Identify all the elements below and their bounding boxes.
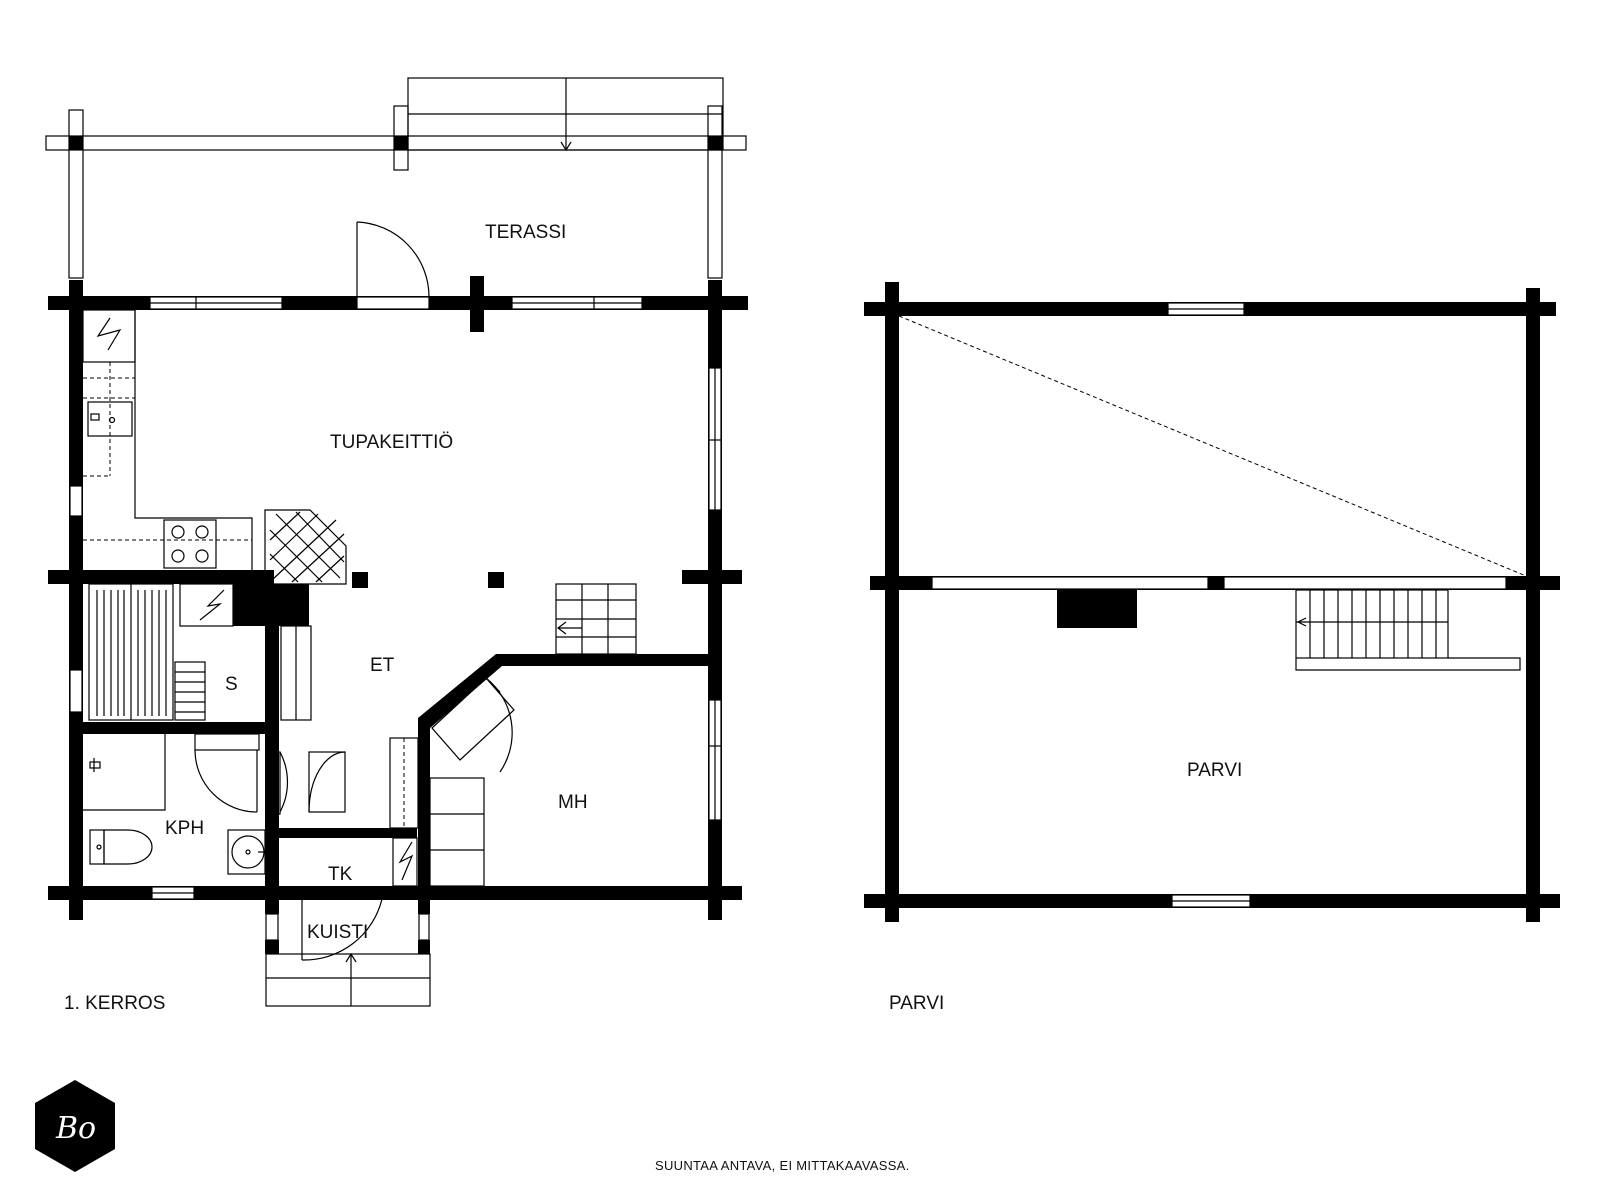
floor1-caption: 1. KERROS bbox=[64, 993, 165, 1014]
sauna-fixtures bbox=[88, 583, 234, 721]
loft-plan: PARVI PARVI bbox=[864, 282, 1560, 1014]
floor1-windows bbox=[69, 296, 722, 900]
floor1-room-labels: TERASSI TUPAKEITTIÖ ET S MH KPH TK KUIST… bbox=[165, 222, 588, 943]
room-label-kph: KPH bbox=[165, 818, 204, 839]
bedroom-fixtures bbox=[429, 677, 515, 887]
footer-note: SUUNTAA ANTAVA, EI MITTAKAAVASSA. bbox=[655, 1158, 910, 1173]
fireplace bbox=[264, 509, 347, 585]
stairs-to-loft bbox=[555, 583, 637, 655]
room-label-tupakeittio: TUPAKEITTIÖ bbox=[330, 432, 453, 453]
logo-text: Bo bbox=[55, 1111, 96, 1146]
floor1-plan: TERASSI TUPAKEITTIÖ ET S MH KPH TK KUIST… bbox=[45, 77, 748, 1014]
entry-porch bbox=[265, 886, 431, 1007]
bathroom-fixtures bbox=[83, 733, 266, 875]
hall-fixtures bbox=[265, 625, 419, 887]
loft-railing bbox=[931, 576, 1507, 590]
kitchen-fixtures bbox=[82, 309, 253, 570]
terrace-door bbox=[356, 221, 430, 310]
loft-caption: PARVI bbox=[889, 993, 944, 1014]
loft-walls bbox=[864, 282, 1560, 922]
loft-opening-diagonal bbox=[898, 315, 1527, 577]
loft-stairs bbox=[1295, 589, 1521, 671]
room-label-et: ET bbox=[370, 655, 395, 676]
terrace-structure bbox=[45, 77, 747, 279]
loft-windows bbox=[1167, 302, 1251, 908]
floor1-walls bbox=[48, 276, 748, 920]
hexagon-logo-icon: Bo bbox=[35, 1080, 115, 1172]
room-label-kuisti: KUISTI bbox=[307, 922, 368, 943]
room-label-s: S bbox=[225, 674, 238, 695]
room-label-parvi: PARVI bbox=[1187, 760, 1242, 781]
room-label-mh: MH bbox=[558, 792, 588, 813]
room-label-tk: TK bbox=[328, 864, 353, 885]
room-label-terassi: TERASSI bbox=[485, 222, 566, 243]
